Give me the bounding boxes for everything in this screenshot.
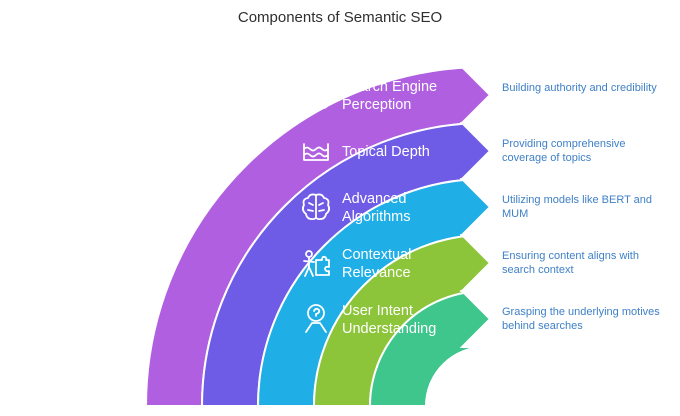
- brain-icon: [301, 193, 331, 221]
- description-4: Ensuring content aligns with search cont…: [502, 250, 639, 276]
- description-3: Utilizing models like BERT and MUM: [502, 194, 652, 220]
- description-5: Grasping the underlying motives behind s…: [502, 306, 660, 332]
- description-2: Providing comprehensive coverage of topi…: [502, 138, 626, 164]
- band-label-4-line-2: Relevance: [342, 265, 411, 281]
- arc-band-5: [368, 290, 492, 407]
- band-label-3-line-2: Algorithms: [342, 209, 411, 225]
- band-label-3-line-1: Advanced: [342, 191, 407, 207]
- puzzle-person-icon: [303, 250, 330, 277]
- band-label-5-line-2: Understanding: [342, 321, 436, 337]
- thumbs-up-icon: [302, 80, 332, 109]
- diagram-title: Components of Semantic SEO: [237, 9, 443, 26]
- band-label-5-line-1: User Intent: [342, 303, 413, 319]
- band-label-1-line-1: Search Engine: [342, 79, 437, 95]
- description-1: Building authority and credibility: [502, 82, 657, 94]
- band-label-2-line-1: Topical Depth: [342, 144, 430, 160]
- water-waves-icon: [303, 143, 329, 161]
- person-thinking-icon: [305, 304, 327, 333]
- band-label-4-line-1: Contextual: [342, 247, 411, 263]
- band-label-1-line-2: Perception: [342, 97, 411, 113]
